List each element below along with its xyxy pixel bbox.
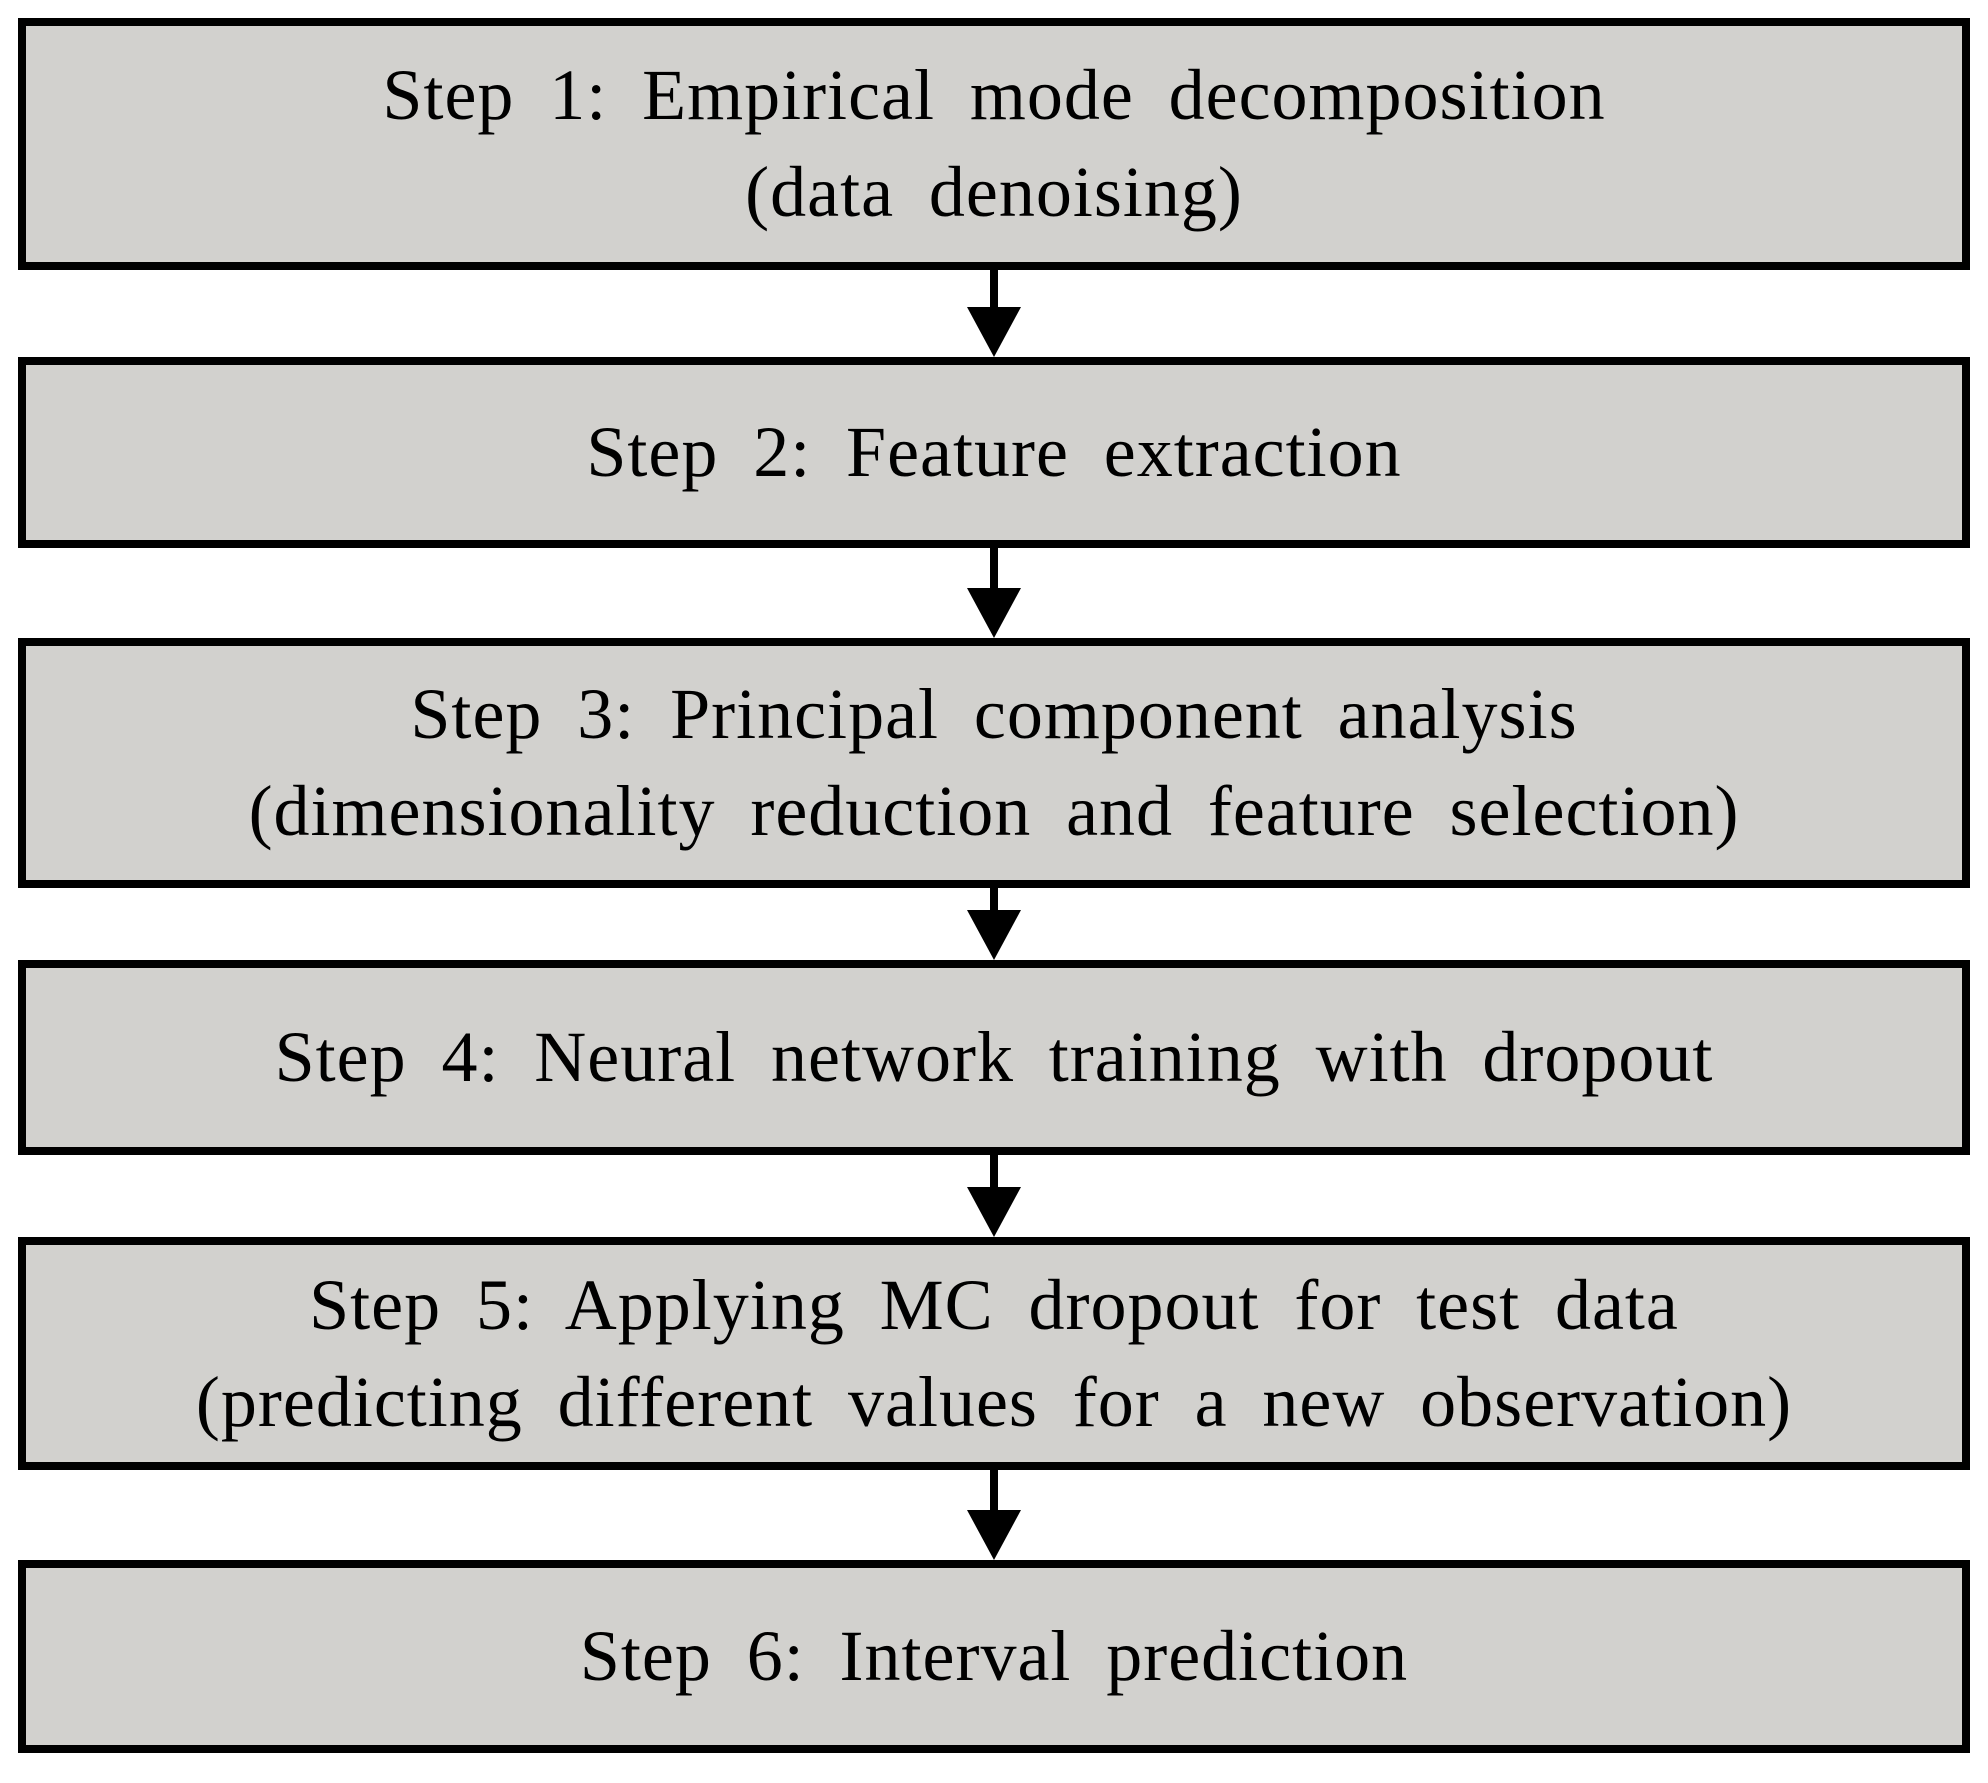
step-2-title: Step 2: Feature extraction [586,412,1402,492]
step-3-subtitle: (dimensionality reduction and feature se… [248,771,1740,851]
arrow-stem [990,270,998,307]
arrow-head-icon [967,588,1021,638]
arrow-stem [990,1470,998,1510]
step-box-3: Step 3: Principal component analysis (di… [18,638,1970,888]
step-box-5: Step 5: Applying MC dropout for test dat… [18,1237,1970,1470]
arrow-head-icon [967,1510,1021,1560]
step-3-title: Step 3: Principal component analysis [410,674,1578,754]
step-box-4: Step 4: Neural network training with dro… [18,960,1970,1155]
down-arrow [18,888,1970,960]
step-5-title: Step 5: Applying MC dropout for test dat… [309,1264,1679,1345]
arrow-stem [990,1155,998,1187]
step-box-6: Step 6: Interval prediction [18,1560,1970,1753]
step-4-title: Step 4: Neural network training with dro… [274,1017,1714,1097]
step-5-subtitle: (predicting different values for a new o… [195,1361,1793,1442]
arrow-head-icon [967,1187,1021,1237]
arrow-stem [990,888,998,910]
step-box-2: Step 2: Feature extraction [18,357,1970,548]
step-1-subtitle: (data denoising) [745,152,1243,232]
down-arrow [18,1155,1970,1237]
down-arrow [18,270,1970,357]
step-box-1: Step 1: Empirical mode decomposition (da… [18,18,1970,270]
arrow-head-icon [967,910,1021,960]
arrow-head-icon [967,307,1021,357]
step-1-title: Step 1: Empirical mode decomposition [382,55,1606,135]
step-6-title: Step 6: Interval prediction [579,1616,1409,1696]
arrow-stem [990,548,998,588]
down-arrow [18,1470,1970,1560]
down-arrow [18,548,1970,638]
